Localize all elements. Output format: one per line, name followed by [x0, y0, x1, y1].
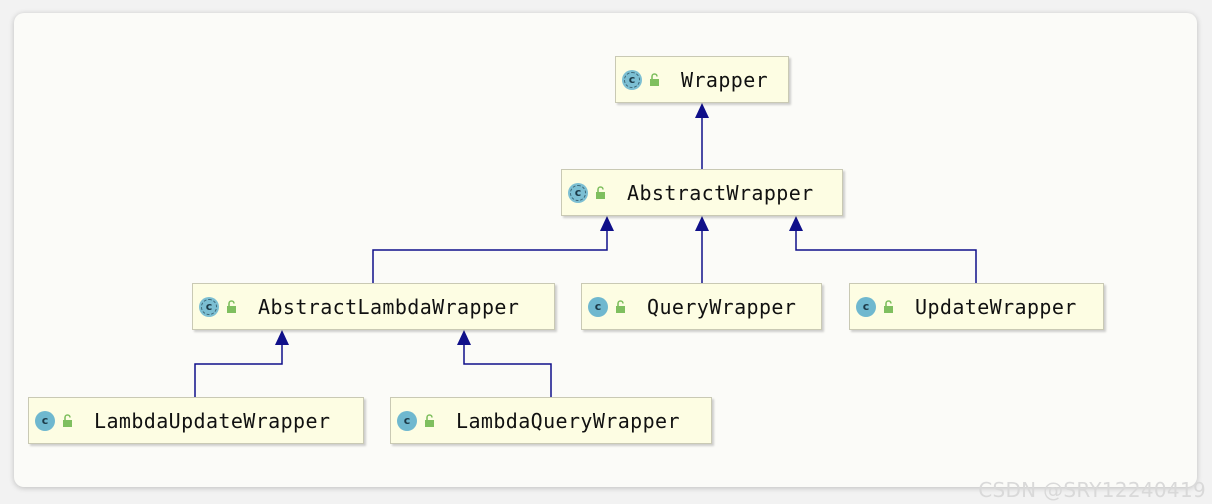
unlocked-lock-icon — [227, 299, 236, 313]
watermark: CSDN @SRY12240419 — [978, 478, 1206, 502]
node-label: AbstractWrapper — [627, 180, 814, 205]
node-label: Wrapper — [681, 67, 769, 92]
node-label: UpdateWrapper — [915, 294, 1077, 319]
unlocked-lock-icon — [63, 413, 72, 427]
arrowhead-wrapper — [695, 103, 709, 118]
unlocked-lock-icon — [650, 72, 659, 86]
node-abstract-lambda-wrapper[interactable]: c AbstractLambdaWrapper — [192, 283, 555, 330]
class-icon: c — [588, 296, 608, 317]
arrowhead-abstractwrapper-left — [600, 216, 614, 231]
node-lambda-update-wrapper[interactable]: c LambdaUpdateWrapper — [28, 397, 364, 444]
node-abstract-wrapper[interactable]: c AbstractWrapper — [561, 169, 843, 216]
abstract-class-icon: c — [622, 69, 642, 90]
node-label: LambdaUpdateWrapper — [94, 408, 331, 433]
unlocked-lock-icon — [884, 299, 893, 313]
node-update-wrapper[interactable]: c UpdateWrapper — [849, 283, 1104, 330]
class-icon: c — [397, 410, 417, 431]
arrowhead-abstractwrapper-center — [695, 216, 709, 231]
diagram-canvas: c Wrapper c AbstractWrapper c AbstractLa… — [14, 13, 1197, 487]
node-label: QueryWrapper — [647, 294, 797, 319]
class-icon: c — [856, 296, 876, 317]
inheritance-edges — [194, 103, 977, 397]
node-lambda-query-wrapper[interactable]: c LambdaQueryWrapper — [390, 397, 712, 444]
edge-abstractlambdawrapper-to-abstractwrapper — [372, 229, 608, 283]
unlocked-lock-icon — [596, 185, 605, 199]
node-label: AbstractLambdaWrapper — [258, 294, 520, 319]
class-icon: c — [35, 410, 55, 431]
abstract-class-icon: c — [568, 182, 588, 203]
edge-lambdaquerywrapper-to-abstractlambdawrapper — [463, 343, 552, 397]
arrowhead-abstractlambdawrapper-right — [457, 330, 471, 345]
unlocked-lock-icon — [616, 299, 625, 313]
node-wrapper[interactable]: c Wrapper — [615, 56, 789, 103]
edge-lambdaupdatewrapper-to-abstractlambdawrapper — [194, 343, 283, 397]
arrowhead-abstractwrapper-right — [789, 216, 803, 231]
edge-updatewrapper-to-abstractwrapper — [795, 229, 977, 283]
node-label: LambdaQueryWrapper — [456, 408, 680, 433]
arrowhead-abstractlambdawrapper-left — [275, 330, 289, 345]
abstract-class-icon: c — [199, 296, 219, 317]
unlocked-lock-icon — [425, 413, 434, 427]
node-query-wrapper[interactable]: c QueryWrapper — [581, 283, 822, 330]
